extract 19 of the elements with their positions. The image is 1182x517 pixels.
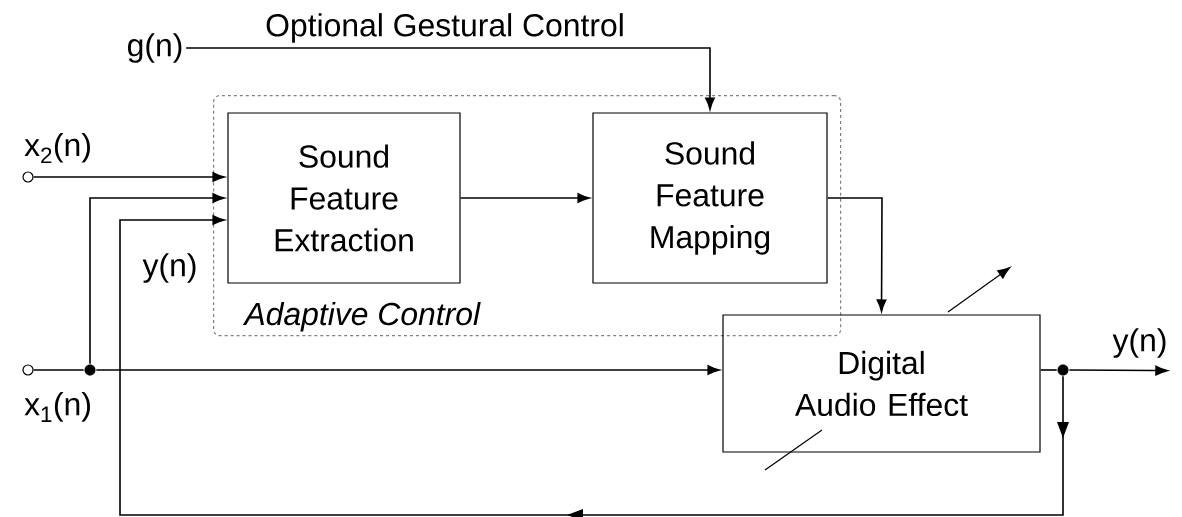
edge-label: Optional Gestural Control <box>264 12 626 44</box>
input-terminal <box>22 171 34 183</box>
process-box: Sound Feature Extraction <box>227 112 461 284</box>
arrow <box>89 193 225 365</box>
arrow <box>119 215 1069 517</box>
signal-label: x$_{1}$(n) <box>24 392 90 422</box>
arrow <box>459 193 590 203</box>
arrow <box>185 47 715 110</box>
process-box: Digital Audio Effect <box>722 314 1041 453</box>
signal-label: y(n) <box>1112 328 1166 358</box>
arrow <box>32 172 225 182</box>
arrow <box>1068 365 1168 376</box>
arrow <box>95 365 720 375</box>
process-box: Sound Feature Mapping <box>592 112 828 284</box>
input-terminal <box>22 364 34 376</box>
signal-label: g(n) <box>128 33 182 63</box>
arrow <box>826 197 887 312</box>
signal-label: y(n) <box>142 253 196 283</box>
signal-label: x$_{2}$(n) <box>24 132 90 164</box>
